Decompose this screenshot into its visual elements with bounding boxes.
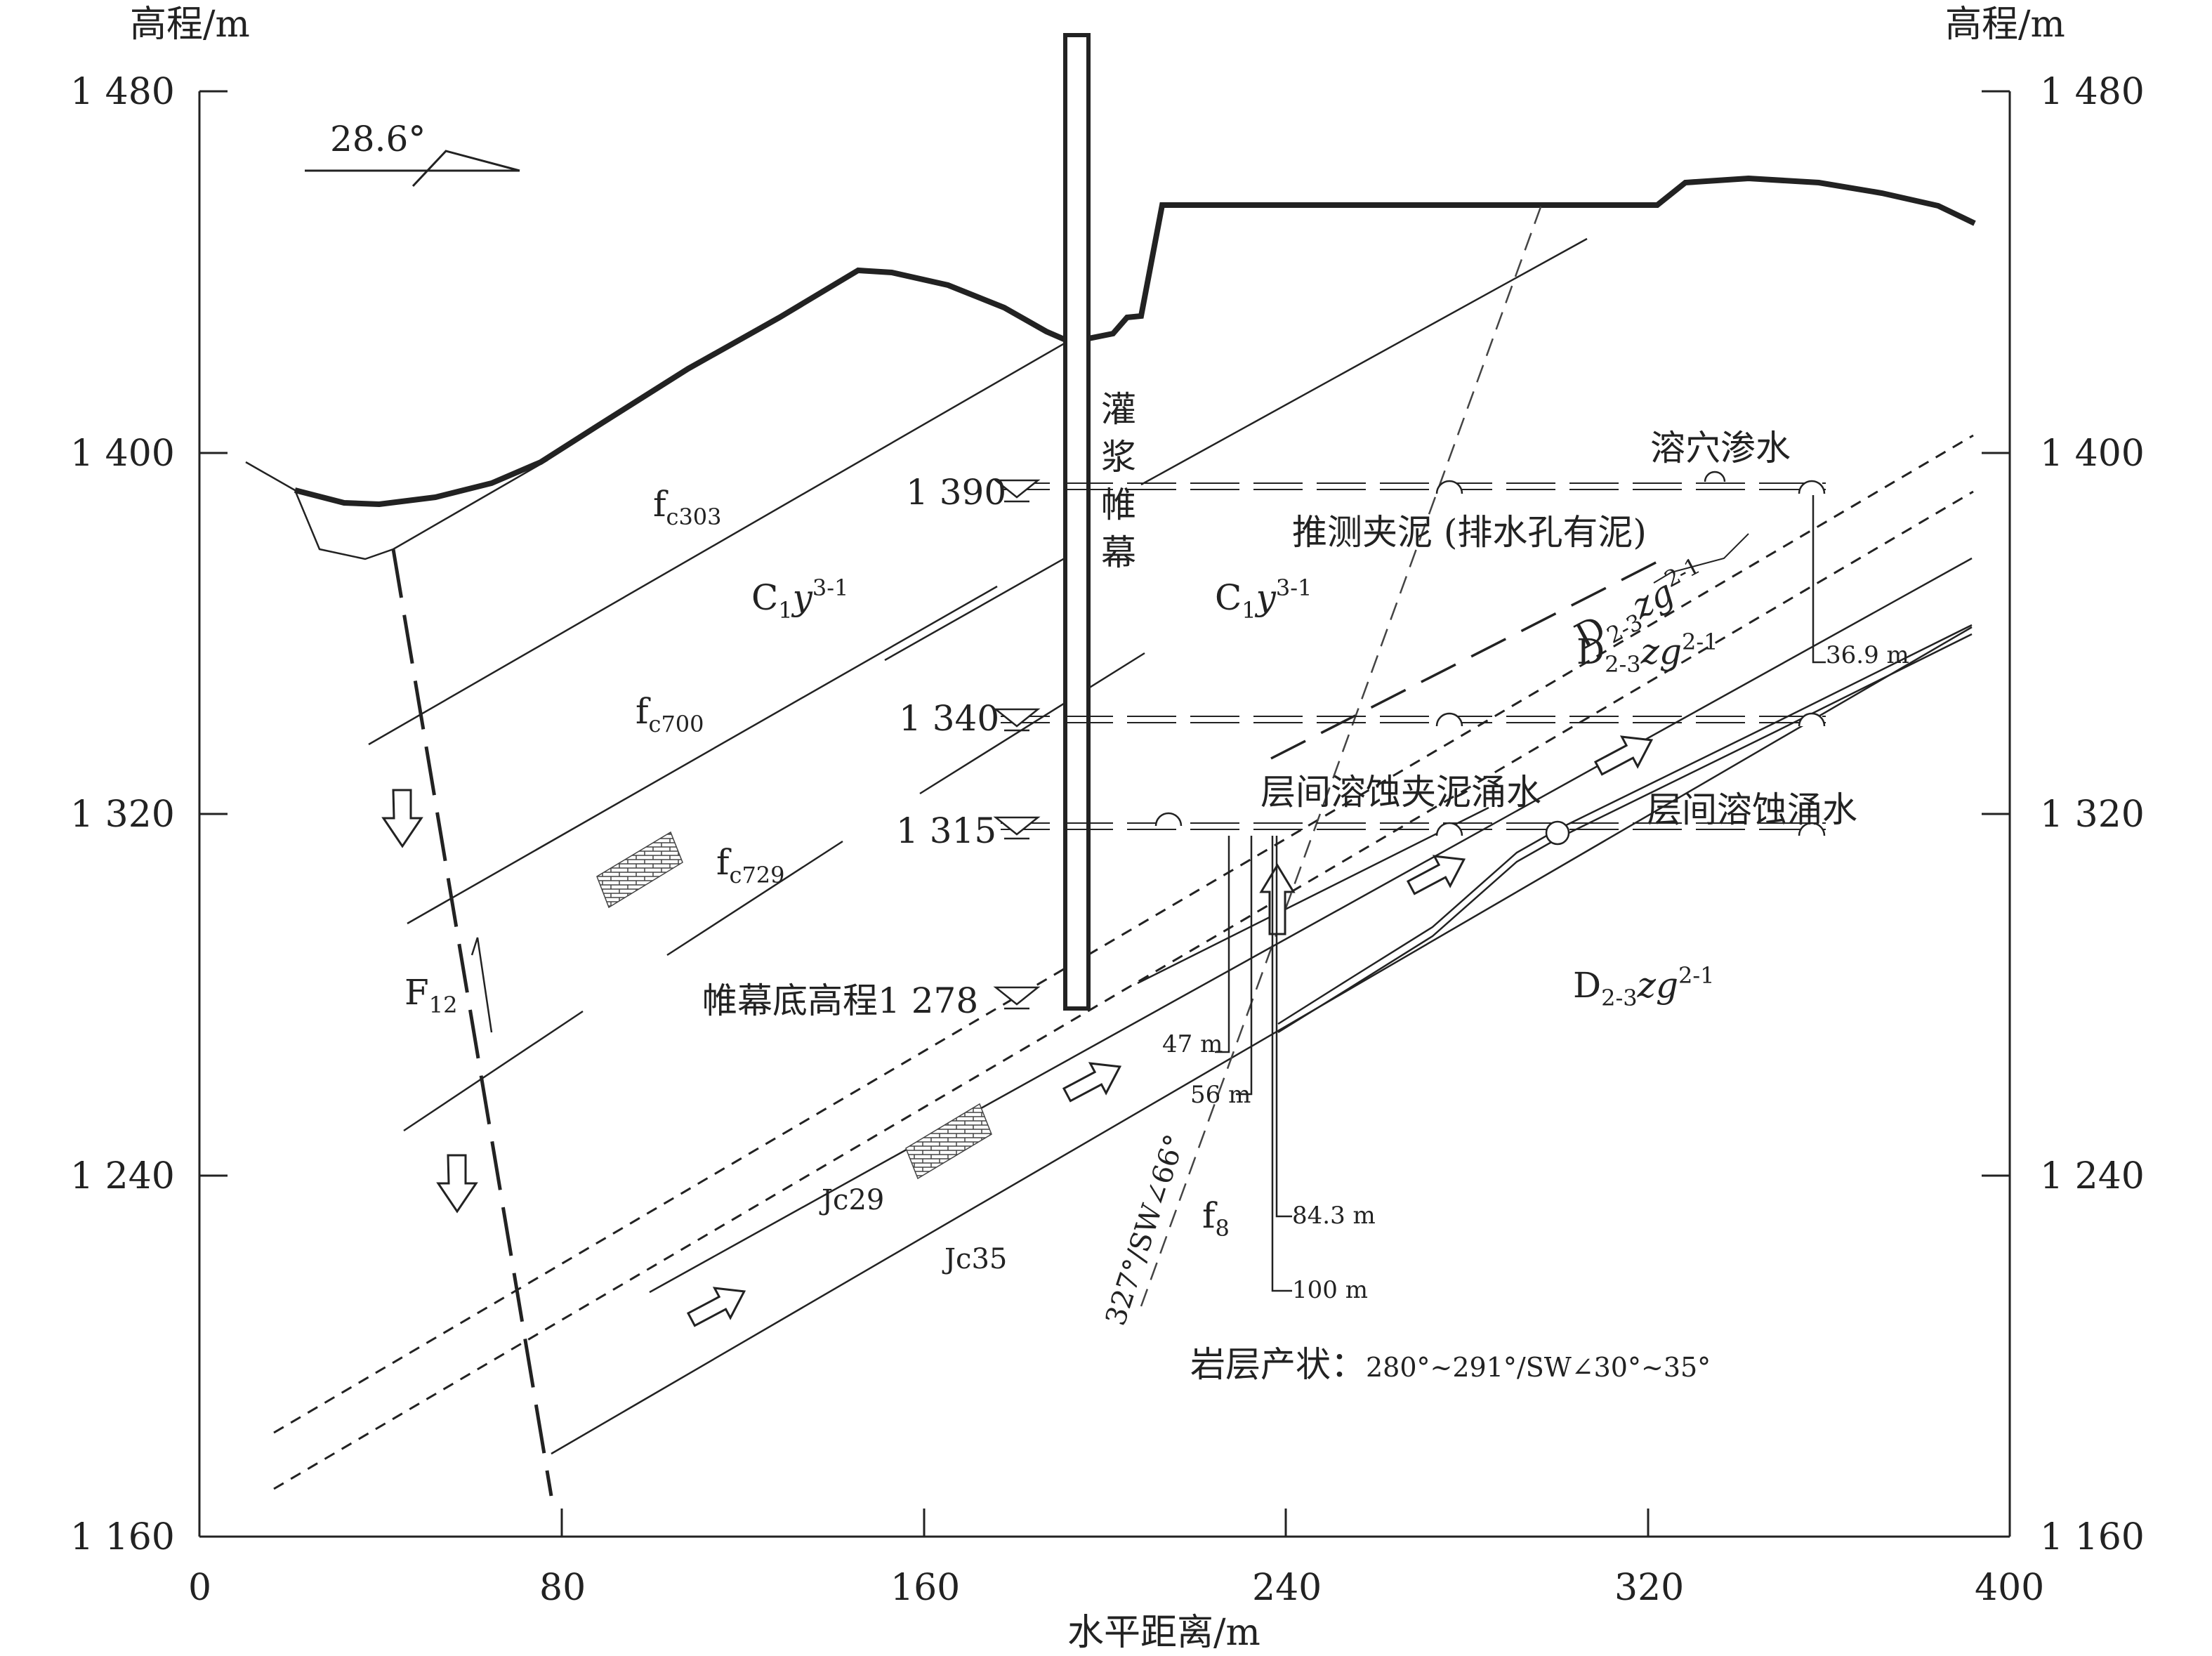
y-tick-label-left: 1 320	[70, 794, 175, 836]
d23-lower-sup: 2-1	[1678, 962, 1715, 989]
water-level-1315: 1 315	[896, 810, 996, 851]
water-level-1390: 1 390	[906, 472, 1006, 513]
d23-lower-main: D	[1573, 965, 1601, 1006]
inferred-clay-leader	[1653, 533, 1749, 584]
ground-surface-line	[294, 175, 1976, 508]
d23-upper-italic: zg	[1640, 631, 1682, 672]
c1y-right-sup: 3-1	[1276, 574, 1312, 601]
formation-d23-upper: D2-3zg2-1	[1576, 629, 1718, 678]
y-tick-label-left: 1 160	[70, 1516, 175, 1558]
d23-lower-italic: zg	[1637, 965, 1678, 1006]
distance-84-3: 84.3 m	[1292, 1202, 1376, 1230]
curtain-label-char: 帷	[1101, 485, 1136, 525]
formation-c1y-right: C1y3-1	[1215, 574, 1312, 624]
f12-sub: 12	[429, 992, 458, 1018]
c1y-left-sub: 1	[778, 597, 792, 624]
valley-fill-line	[245, 459, 548, 560]
c1y-left-sup: 3-1	[812, 574, 849, 601]
c1y-left-main: C	[751, 577, 778, 618]
dashed-stratum-lines	[273, 434, 1974, 1490]
dip-angle-label: 28.6°	[330, 119, 426, 159]
fc729-main: f	[716, 842, 732, 883]
d23-lower-sub: 2-3	[1601, 985, 1638, 1011]
curtain-label-char: 幕	[1101, 532, 1136, 573]
joint-jc29-label: Jc29	[819, 1184, 884, 1216]
fault-fc700-label: fc700	[636, 691, 704, 737]
curtain-label-char: 灌	[1101, 389, 1136, 430]
fault-slip-arrow-icon	[470, 937, 493, 1033]
fault-fc303-label: fc303	[653, 484, 722, 530]
d23-upper-sub: 2-3	[1605, 651, 1641, 678]
f8-sub: 8	[1216, 1215, 1230, 1242]
formation-c1y-left: C1y3-1	[751, 574, 848, 624]
fc700-sub: c700	[649, 711, 704, 737]
f8-main: f	[1202, 1195, 1218, 1236]
fc729-sub: c729	[730, 862, 785, 888]
inferred-clay-long-dash	[1270, 560, 1658, 760]
fc303-sub: c303	[666, 504, 722, 530]
water-level-triangle-icon	[993, 479, 1041, 1010]
limestone-pattern-icon	[596, 831, 683, 909]
inferred-clay-label: 推测夹泥 (排水孔有泥)	[1292, 512, 1647, 553]
fault-f8-line	[1140, 204, 1543, 1307]
distance-47: 47 m	[1162, 1030, 1223, 1058]
fault-f12-line	[391, 548, 553, 1497]
water-level-lines	[1001, 482, 1826, 830]
c1y-left-italic: y	[791, 577, 813, 618]
joint-jc35-label: Jc35	[942, 1243, 1007, 1275]
strata-attitude-value: 280°~291°/SW∠30°~35°	[1366, 1352, 1711, 1383]
grout-curtain	[1063, 33, 1091, 1011]
y-tick-label-right: 1 320	[2040, 794, 2145, 836]
strata-attitude-prefix: 岩层产状：	[1190, 1344, 1366, 1385]
y-tick-label-right: 1 160	[2040, 1516, 2145, 1558]
y-tick-label-right: 1 240	[2040, 1155, 2145, 1197]
x-tick-label: 400	[1975, 1567, 2044, 1609]
d23-upper-main: D	[1576, 631, 1605, 672]
fault-f8-label: f8	[1202, 1195, 1230, 1242]
x-tick-label: 320	[1614, 1567, 1684, 1609]
x-tick-label: 160	[890, 1567, 960, 1609]
fault-f8-attitude: 327°/SW∠66°	[1100, 1131, 1192, 1329]
fault-fc729-label: fc729	[716, 842, 785, 888]
x-tick-label: 240	[1252, 1567, 1322, 1609]
y-tick-label-right: 1 400	[2040, 433, 2145, 475]
limestone-pattern-icon	[905, 1103, 992, 1180]
y-tick-label-right: 1 480	[2040, 71, 2145, 113]
karst-seepage-label: 溶穴渗水	[1650, 428, 1791, 468]
c1y-right-sub: 1	[1242, 597, 1256, 624]
stratum-boundary-lines	[368, 237, 1973, 1455]
f12-main: F	[404, 972, 429, 1013]
y-tick-label-left: 1 400	[70, 433, 175, 475]
c1y-right-main: C	[1215, 577, 1242, 618]
curtain-label-char: 浆	[1101, 437, 1136, 478]
c1y-right-italic: y	[1255, 577, 1277, 618]
y-tick-label-left: 1 480	[70, 71, 175, 113]
d23-upper-sup: 2-1	[1682, 629, 1718, 655]
distance-56: 56 m	[1190, 1081, 1251, 1109]
fc700-main: f	[636, 691, 651, 732]
distance-36-9: 36.9 m	[1826, 641, 1909, 669]
x-tick-label: 0	[188, 1567, 211, 1609]
dip-angle-symbol	[305, 150, 520, 188]
spring-marker-icon	[1154, 471, 1826, 846]
x-axis-title: 水平距离/m	[1067, 1612, 1260, 1654]
x-tick-marks	[560, 1509, 1650, 1537]
formation-d23-lower: D2-3zg2-1	[1573, 962, 1715, 1011]
interlayer-inrush-label: 层间溶蚀涌水	[1647, 789, 1857, 830]
right-axis-title: 高程/m	[1945, 4, 2065, 46]
fc303-main: f	[653, 484, 669, 525]
curtain-bottom-elevation: 帷幕底高程1 278	[702, 980, 978, 1021]
left-axis-title: 高程/m	[130, 4, 250, 46]
depth-indicator-lines	[1215, 495, 1826, 1292]
strata-attitude-label: 岩层产状：280°~291°/SW∠30°~35°	[1190, 1344, 1711, 1385]
y-tick-label-left: 1 240	[70, 1155, 175, 1197]
x-tick-label: 80	[539, 1567, 586, 1609]
fault-f12-label: F12	[404, 972, 457, 1018]
water-level-1340: 1 340	[899, 698, 999, 739]
y-tick-marks	[199, 90, 2010, 1177]
distance-100: 100 m	[1292, 1276, 1368, 1304]
interlayer-clay-inrush-label: 层间溶蚀夹泥涌水	[1260, 772, 1541, 813]
